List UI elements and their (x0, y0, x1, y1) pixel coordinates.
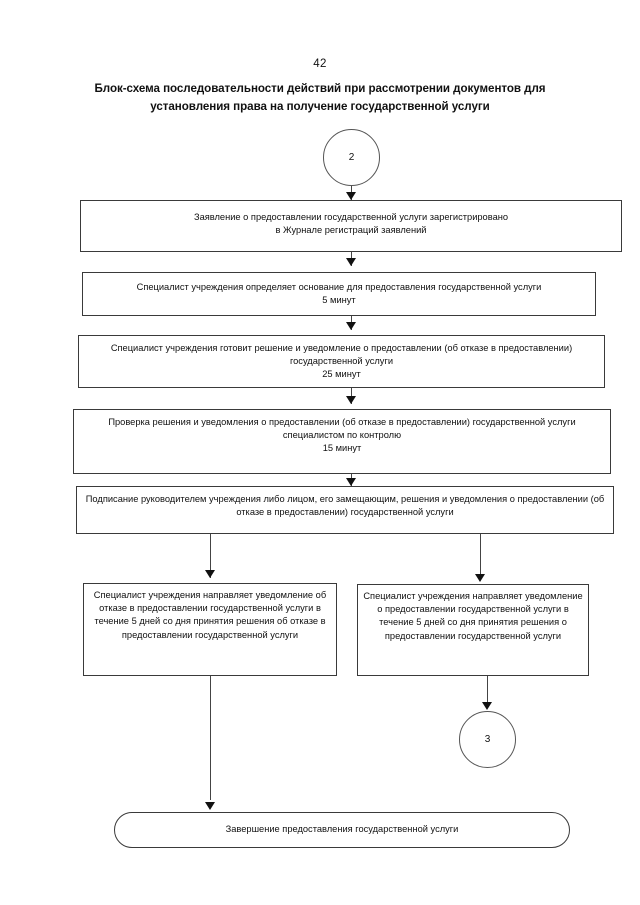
flow-node-branch-grant: Специалист учреждения направляет уведомл… (357, 584, 589, 676)
flow-node-branch-grant-label: Специалист учреждения направляет уведомл… (363, 591, 583, 641)
page-title: Блок-схема последовательности действий п… (94, 82, 546, 113)
flow-connector-out: 3 (459, 711, 516, 768)
arrow-head-icon (346, 478, 356, 486)
arrow-head-icon (346, 192, 356, 200)
flow-node-step-5: Подписание руководителем учреждения либо… (76, 486, 614, 534)
arrow-head-icon (482, 702, 492, 710)
edge-branch-refusal-to-terminator (210, 676, 211, 800)
edge-step-5-to-branch-refusal (210, 534, 211, 578)
edge-branch-grant-to-connector-out (487, 676, 488, 708)
arrow-head-icon (346, 258, 356, 266)
flow-node-step-1: Заявление о предоставлении государственн… (80, 200, 622, 252)
flow-node-terminator: Завершение предоставления государственно… (114, 812, 570, 848)
flow-node-step-2-label: Специалист учреждения определяет основан… (136, 282, 542, 306)
edge-step-5-to-branch-grant (480, 534, 481, 580)
arrow-head-icon (346, 396, 356, 404)
flow-node-branch-refusal-label: Специалист учреждения направляет уведомл… (93, 590, 327, 640)
flow-node-step-3: Специалист учреждения готовит решение и … (78, 335, 605, 388)
flow-connector-in: 2 (323, 129, 380, 186)
flow-node-step-3-label: Специалист учреждения готовит решение и … (110, 343, 573, 380)
arrow-head-icon (475, 574, 485, 582)
arrow-head-icon (346, 322, 356, 330)
flow-node-step-1-label: Заявление о предоставлении государственн… (193, 212, 509, 236)
arrow-head-icon (205, 570, 215, 578)
flow-connector-in-label: 2 (348, 152, 355, 163)
flow-node-step-4: Проверка решения и уведомления о предост… (73, 409, 611, 474)
flow-node-branch-refusal: Специалист учреждения направляет уведомл… (83, 583, 337, 676)
flow-connector-out-label: 3 (484, 734, 491, 745)
arrow-head-icon (205, 802, 215, 810)
page-number: 42 (313, 58, 327, 70)
flow-node-terminator-label: Завершение предоставления государственно… (225, 824, 459, 835)
flow-node-step-2: Специалист учреждения определяет основан… (82, 272, 596, 316)
flow-node-step-5-label: Подписание руководителем учреждения либо… (85, 494, 605, 518)
flow-node-step-4-label: Проверка решения и уведомления о предост… (108, 417, 576, 454)
